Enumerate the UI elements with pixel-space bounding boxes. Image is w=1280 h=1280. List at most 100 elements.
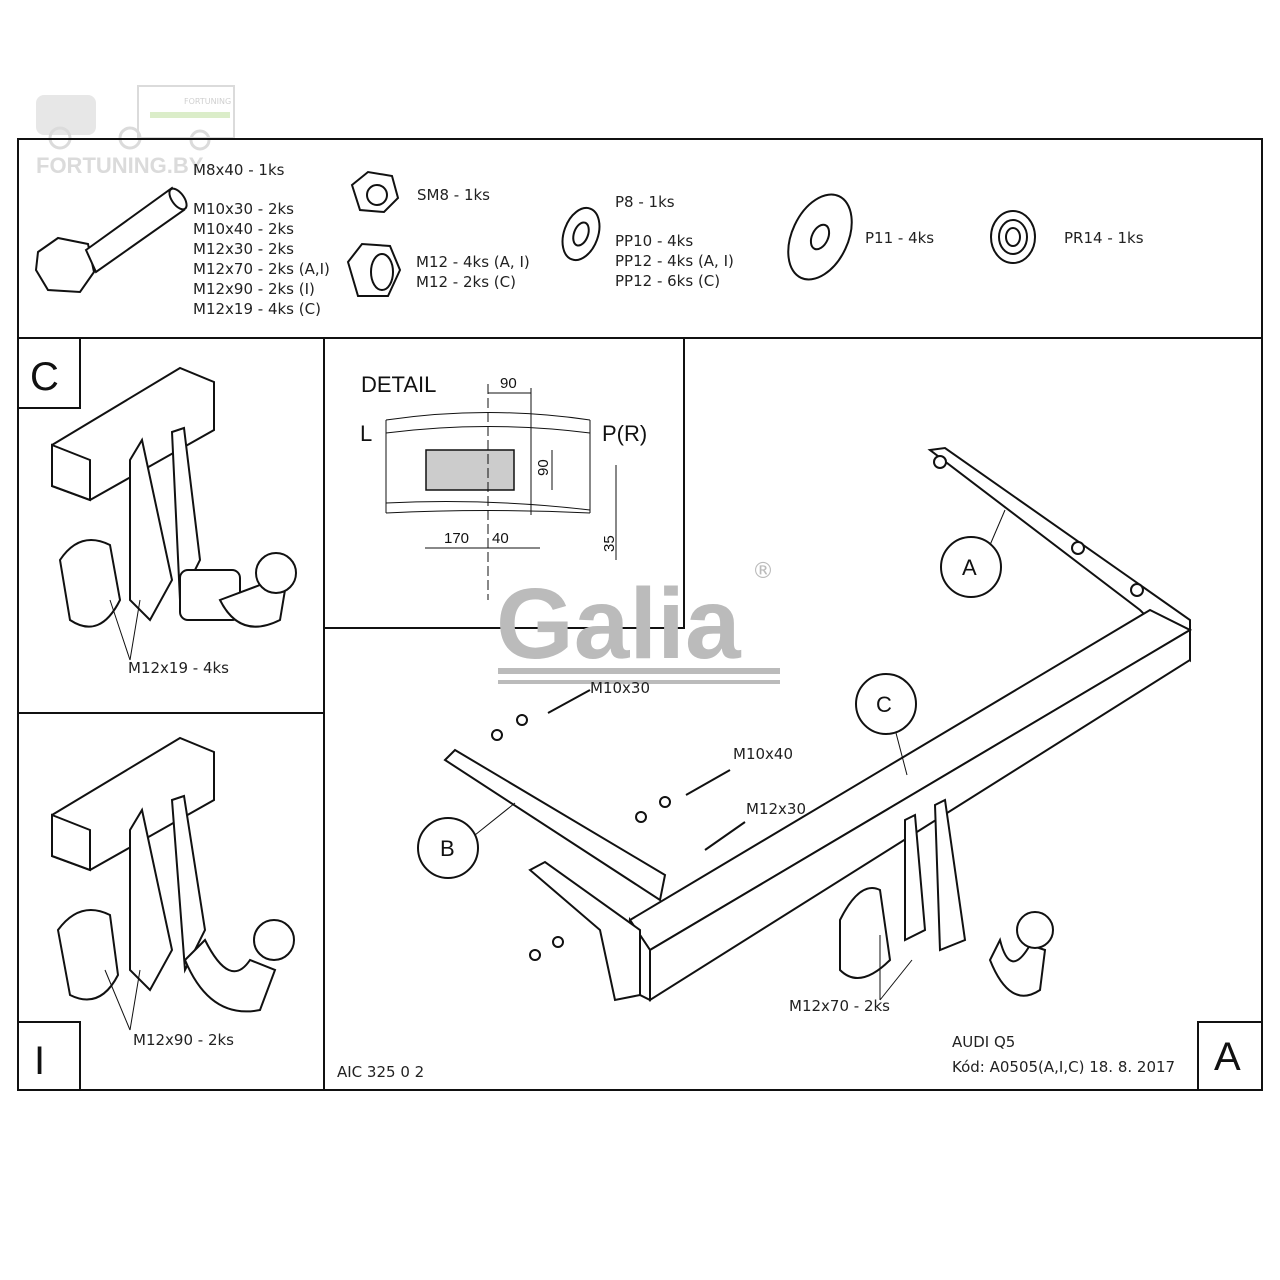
nut-icon bbox=[346, 242, 402, 297]
drawing-shape bbox=[572, 221, 590, 247]
assembly-drawing: A B C M10x30 M10x40 M12x30 M12x70 - 2ks bbox=[417, 446, 1193, 1015]
washer-label: PP12 - 4ks (A, I) bbox=[615, 252, 734, 270]
detail-left-label: L bbox=[360, 421, 372, 446]
drawing-shape bbox=[904, 813, 927, 942]
drawing-shape bbox=[839, 887, 892, 979]
washer-icon bbox=[561, 206, 601, 262]
drawing-shape bbox=[129, 437, 174, 622]
drawing-shape bbox=[933, 455, 947, 469]
bolt-callout: M10x40 bbox=[733, 745, 793, 763]
drawing-shape bbox=[491, 455, 1144, 961]
drawing-shape bbox=[547, 689, 591, 714]
bolt-label: M10x40 - 2ks bbox=[193, 220, 294, 238]
drawing-shape bbox=[218, 583, 287, 628]
drawing-shape bbox=[1071, 541, 1085, 555]
detail-right-label: P(R) bbox=[602, 421, 647, 446]
detail-title: DETAIL bbox=[361, 372, 436, 397]
drawing-shape bbox=[129, 599, 141, 661]
bolt-callout: M12x30 bbox=[746, 800, 806, 818]
variant-a-label: A bbox=[1214, 1035, 1241, 1079]
vehicle-model: AUDI Q5 bbox=[952, 1033, 1015, 1051]
washer-label: P8 - 1ks bbox=[615, 193, 675, 211]
drawing-shape bbox=[1130, 583, 1144, 597]
spring-washer-label: PR14 - 1ks bbox=[1064, 229, 1144, 247]
drawing-shape bbox=[498, 680, 780, 684]
variant-c-label: C bbox=[30, 355, 59, 399]
drawing-shape bbox=[183, 938, 277, 1013]
bolt-label: M12x70 - 2ks (A,I) bbox=[193, 260, 330, 278]
drawing-shape bbox=[17, 337, 81, 409]
drawing-shape bbox=[1016, 911, 1054, 949]
drawing-shape bbox=[649, 628, 1191, 1002]
bolt-label: M10x30 - 2ks bbox=[193, 200, 294, 218]
drawing-shape bbox=[51, 813, 91, 872]
drawing-shape bbox=[366, 184, 388, 206]
drawing-shape bbox=[1005, 227, 1021, 247]
drawing-label: FORTUNING bbox=[184, 97, 231, 106]
drawing-shape bbox=[129, 807, 174, 992]
callout-a bbox=[940, 536, 1002, 598]
bolt-callout: M10x30 bbox=[590, 679, 650, 697]
drawing-shape bbox=[34, 236, 96, 294]
large-washer-label: P11 - 4ks bbox=[865, 229, 934, 247]
drawing-shape bbox=[170, 426, 202, 604]
detail-panel: DETAIL L P(R) 90 90 170 40 35 bbox=[360, 372, 647, 600]
callout-b bbox=[417, 817, 479, 879]
drawing-label: FORTUNING.BY bbox=[36, 153, 204, 178]
drawing-label: 170 bbox=[444, 530, 469, 547]
drawing-shape bbox=[989, 509, 1006, 546]
drawing-shape bbox=[36, 95, 96, 135]
bolt-label: M8x40 - 1ks bbox=[193, 161, 285, 179]
washer-label: PP10 - 4ks bbox=[615, 232, 693, 250]
parts-list: M8x40 - 1ks M10x30 - 2ks M10x40 - 2ks M1… bbox=[34, 161, 1144, 318]
drawing-shape bbox=[170, 794, 207, 974]
drawing-shape bbox=[879, 959, 913, 1001]
drawing-shape bbox=[1197, 1021, 1263, 1091]
drawing-shape bbox=[56, 909, 120, 1001]
bolt-callout: M12x70 - 2ks bbox=[789, 997, 890, 1015]
drawing-shape bbox=[552, 936, 564, 948]
drawing-shape bbox=[491, 729, 503, 741]
drawing-shape bbox=[659, 796, 671, 808]
drawing-shape bbox=[109, 599, 131, 661]
drawing-frame bbox=[17, 138, 1263, 1091]
drawing-shape bbox=[443, 748, 667, 902]
drawing-shape bbox=[324, 338, 685, 629]
drawing-shape bbox=[255, 552, 297, 594]
drawing-label: 35 bbox=[601, 535, 618, 552]
drawing-label: 40 bbox=[492, 530, 509, 547]
hitch-area bbox=[425, 449, 515, 491]
galia-logo: Galia ® bbox=[496, 559, 780, 684]
bolt-icon bbox=[34, 186, 188, 294]
locknut-icon bbox=[350, 170, 400, 214]
drawing-label: C bbox=[876, 692, 892, 717]
drawing-shape bbox=[58, 539, 122, 628]
drawing-shape bbox=[895, 732, 908, 776]
bolt-label: M12x19 - 4ks (C) bbox=[193, 300, 321, 318]
variant-c-bolt-note: M12x19 - 4ks bbox=[128, 659, 229, 677]
drawing-shape bbox=[370, 253, 394, 291]
drawing-label: B bbox=[440, 836, 455, 861]
drawing-shape bbox=[529, 949, 541, 961]
nut-label: M12 - 4ks (A, I) bbox=[416, 253, 530, 271]
variant-i-panel: I M12x90 - 2ks bbox=[34, 736, 295, 1083]
drawing-shape bbox=[635, 811, 647, 823]
drawing-label: ® bbox=[752, 559, 774, 584]
drawing-shape bbox=[253, 919, 295, 961]
product-code: Kód: A0505(A,I,C) 18. 8. 2017 bbox=[952, 1058, 1175, 1076]
bolt-label: M12x30 - 2ks bbox=[193, 240, 294, 258]
drawing-shape bbox=[104, 969, 131, 1031]
drawing-shape bbox=[933, 798, 967, 952]
nut-label: M12 - 2ks (C) bbox=[416, 273, 516, 291]
callout-c bbox=[855, 673, 917, 735]
drawing-label: 90 bbox=[535, 459, 552, 476]
drawing-shape bbox=[17, 1021, 81, 1091]
drawing-shape bbox=[51, 443, 91, 502]
drawing-shape bbox=[129, 969, 141, 1031]
drawing-shape bbox=[17, 138, 1263, 1091]
variant-i-label: I bbox=[34, 1039, 45, 1083]
drawing-shape bbox=[474, 802, 516, 836]
drawing-label: 90 bbox=[500, 375, 517, 392]
drawing-shape bbox=[516, 714, 528, 726]
